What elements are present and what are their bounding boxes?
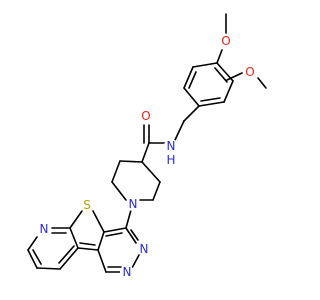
atom-background (37, 222, 51, 236)
bond (141, 142, 150, 163)
bond (226, 72, 243, 81)
atom-background (137, 242, 151, 256)
bond (36, 267, 61, 270)
bond (174, 120, 185, 141)
methoxy-oxygen-right: O (245, 65, 254, 79)
amide-nitrogen: N (167, 139, 176, 153)
atom-background (80, 198, 94, 212)
bond (111, 160, 121, 183)
amide-hydrogen: H (166, 153, 175, 167)
atom-background (120, 265, 134, 279)
atom-background (243, 65, 257, 79)
bond (131, 254, 140, 269)
pyrimidine-nitrogen-lower: N (123, 265, 132, 279)
bond (192, 62, 218, 68)
bond (58, 245, 75, 264)
bond (216, 62, 234, 82)
bond (223, 80, 234, 103)
bond (183, 87, 200, 107)
bond (119, 160, 143, 163)
atom-labels: O O O N H N N N N S (37, 34, 257, 279)
amide-oxygen: O (141, 109, 150, 123)
bond (69, 227, 79, 249)
bond (257, 77, 267, 89)
bond (97, 231, 105, 251)
bond (216, 49, 223, 64)
bond (188, 71, 197, 89)
bond (103, 227, 127, 233)
bond (130, 229, 139, 241)
bond (59, 247, 79, 270)
atom-background (164, 139, 178, 153)
bond (152, 181, 161, 201)
bond (198, 101, 225, 107)
bond (183, 105, 200, 122)
chemical-structure: O O O N H N N N N S (27, 13, 267, 279)
bond (214, 67, 228, 83)
thiophene-sulfur: S (83, 198, 91, 212)
bond (200, 97, 221, 102)
pyridine-nitrogen: N (40, 222, 49, 236)
atom-background (126, 197, 140, 211)
bond (97, 249, 107, 273)
bond (92, 210, 105, 233)
pyrimidine-nitrogen-upper: N (140, 242, 149, 256)
bond (27, 249, 38, 269)
bond (125, 227, 137, 244)
bond (105, 232, 123, 237)
methoxy-oxygen-top: O (221, 34, 230, 48)
atom-background (139, 109, 153, 123)
bond (111, 181, 127, 201)
bond (183, 66, 194, 89)
bond (77, 247, 99, 251)
atom-background (219, 34, 233, 48)
bond (69, 210, 83, 229)
bonds (27, 13, 267, 273)
piperidine-nitrogen: N (129, 197, 138, 211)
bond (79, 242, 96, 246)
bond (32, 249, 42, 265)
bond (125, 209, 132, 229)
bond (27, 236, 38, 251)
bond (141, 161, 161, 183)
